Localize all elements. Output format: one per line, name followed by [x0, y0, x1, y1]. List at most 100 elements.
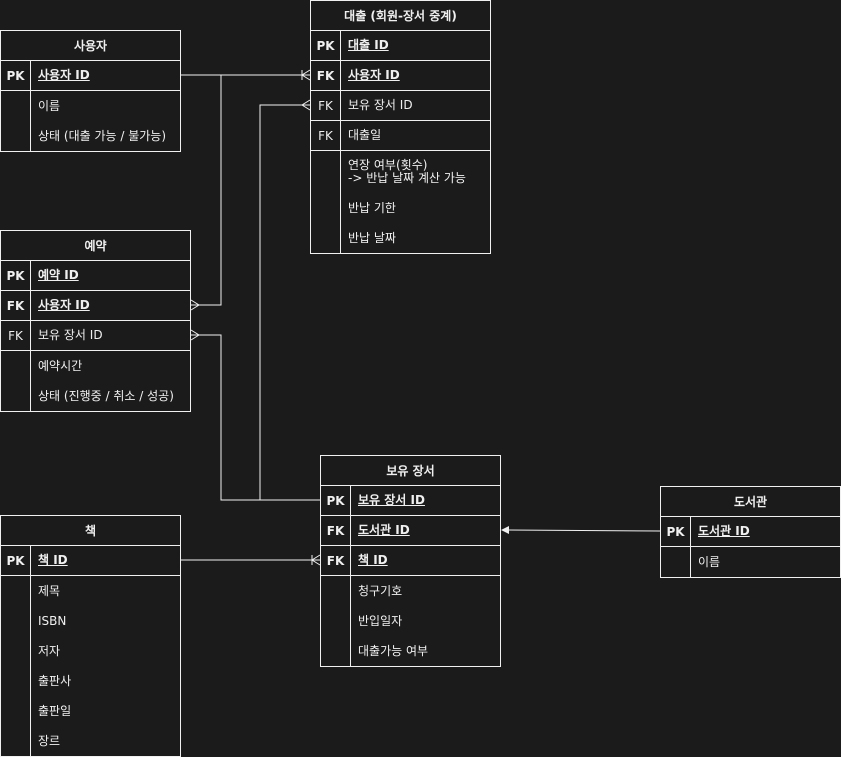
field-name: 예약 ID [38, 268, 79, 282]
key-badge [1, 696, 31, 726]
key-badge [311, 223, 341, 253]
entity-row[interactable]: FK 사용자 ID [1, 291, 190, 321]
field-name: 이름 [38, 98, 61, 113]
entity-row[interactable]: FK 보유 장서 ID [311, 91, 490, 121]
connector-holding-loan [259, 104, 320, 501]
field-name: 저자 [38, 643, 61, 658]
entity-row[interactable]: FK 대출일 [311, 121, 490, 151]
field-name: 이름 [698, 554, 721, 569]
field-name: 책 ID [38, 553, 68, 567]
connector-holding-reservation [191, 334, 260, 501]
key-badge: PK [661, 517, 691, 546]
entity-row[interactable]: PK 책 ID [1, 546, 180, 576]
entity-row[interactable]: 반납 기한 [311, 193, 490, 223]
key-badge [1, 606, 31, 636]
connector-library-holding [507, 529, 661, 532]
field-name: 사용자 ID [348, 68, 400, 82]
entity-row[interactable]: 청구기호 [321, 576, 500, 606]
entity-row[interactable]: FK 책 ID [321, 546, 500, 576]
field-name: 대출일 [348, 128, 382, 142]
key-badge: PK [311, 31, 341, 60]
key-badge: PK [321, 486, 351, 515]
field-name: 상태 (대출 가능 / 불가능) [38, 128, 167, 143]
key-badge [311, 151, 341, 193]
key-badge [1, 351, 31, 381]
entity-row[interactable]: PK 보유 장서 ID [321, 486, 500, 516]
field-name: 대출가능 여부 [358, 643, 429, 658]
field-name: 반납 기한 [348, 200, 396, 215]
entity-row[interactable]: 반납 날짜 [311, 223, 490, 253]
entity-row[interactable]: PK 예약 ID [1, 261, 190, 291]
crowfoot-loan-user [301, 69, 311, 81]
entity-row[interactable]: FK 사용자 ID [311, 61, 490, 91]
entity-row[interactable]: 이름 [661, 547, 840, 577]
entity-row[interactable]: 반입일자 [321, 606, 500, 636]
entity-row[interactable]: 상태 (진행중 / 취소 / 성공) [1, 381, 190, 411]
entity-title: 사용자 [1, 31, 180, 61]
entity-title: 도서관 [661, 487, 840, 517]
key-badge: PK [1, 261, 31, 290]
field-name: 상태 (진행중 / 취소 / 성공) [38, 388, 174, 403]
key-badge: FK [311, 91, 341, 120]
entity-row[interactable]: ISBN [1, 606, 180, 636]
entity-row[interactable]: 상태 (대출 가능 / 불가능) [1, 121, 180, 151]
entity-holding[interactable]: 보유 장서 PK 보유 장서 ID FK 도서관 ID FK 책 ID 청구기호… [320, 455, 501, 667]
entity-row[interactable]: 출판사 [1, 666, 180, 696]
entity-row[interactable]: PK 도서관 ID [661, 517, 840, 547]
field-name: 사용자 ID [38, 68, 90, 82]
field-name: 책 ID [358, 553, 388, 567]
entity-row[interactable]: FK 보유 장서 ID [1, 321, 190, 351]
key-badge [311, 193, 341, 223]
field-name: 예약시간 [38, 358, 83, 373]
entity-title: 보유 장서 [321, 456, 500, 486]
entity-row[interactable]: PK 사용자 ID [1, 61, 180, 91]
key-badge [1, 91, 31, 121]
key-badge [321, 576, 351, 606]
crowfoot-loan-holding [301, 99, 311, 111]
entity-title: 책 [1, 516, 180, 546]
entity-reservation[interactable]: 예약 PK 예약 ID FK 사용자 ID FK 보유 장서 ID 예약시간 상… [0, 230, 191, 412]
field-name: 보유 장서 ID [348, 98, 413, 112]
key-badge: FK [321, 546, 351, 575]
entity-row[interactable]: FK 도서관 ID [321, 516, 500, 546]
field-name: 도서관 ID [698, 524, 750, 538]
entity-row[interactable]: 출판일 [1, 696, 180, 726]
field-name: 반납 날짜 [348, 230, 396, 245]
entity-book[interactable]: 책 PK 책 ID 제목 ISBN 저자 출판사 출판일 장르 [0, 515, 181, 757]
field-name: 출판사 [38, 673, 72, 688]
crowfoot-holding-book [311, 554, 321, 566]
entity-row[interactable]: 저자 [1, 636, 180, 666]
entity-loan[interactable]: 대출 (회원-장서 중계) PK 대출 ID FK 사용자 ID FK 보유 장… [310, 0, 491, 254]
entity-row[interactable]: 대출가능 여부 [321, 636, 500, 666]
key-badge: FK [311, 121, 341, 150]
entity-row[interactable]: 장르 [1, 726, 180, 756]
field-name: 출판일 [38, 703, 72, 718]
key-badge [1, 576, 31, 606]
entity-row[interactable]: 연장 여부(횟수) -> 반납 날짜 계산 가능 [311, 151, 490, 193]
key-badge [661, 547, 691, 577]
key-badge [1, 121, 31, 151]
entity-row[interactable]: 예약시간 [1, 351, 190, 381]
key-badge [321, 606, 351, 636]
key-badge: PK [1, 61, 31, 90]
entity-row[interactable]: PK 대출 ID [311, 31, 490, 61]
entity-row[interactable]: 이름 [1, 91, 180, 121]
key-badge: FK [311, 61, 341, 90]
field-name: 사용자 ID [38, 298, 90, 312]
connector-user-reservation [191, 75, 222, 306]
crowfoot-reservation-user [190, 299, 200, 311]
crowfoot-reservation-holding [190, 329, 200, 341]
entity-row[interactable]: 제목 [1, 576, 180, 606]
key-badge [1, 381, 31, 411]
entity-user[interactable]: 사용자 PK 사용자 ID 이름 상태 (대출 가능 / 불가능) [0, 30, 181, 152]
key-badge [1, 726, 31, 756]
key-badge [321, 636, 351, 666]
field-name: 청구기호 [358, 583, 403, 598]
field-name: 보유 장서 ID [358, 493, 425, 507]
entity-library[interactable]: 도서관 PK 도서관 ID 이름 [660, 486, 841, 578]
field-name: 도서관 ID [358, 523, 410, 537]
entity-title: 예약 [1, 231, 190, 261]
key-badge: FK [321, 516, 351, 545]
arrowhead-holding-library [501, 526, 509, 534]
